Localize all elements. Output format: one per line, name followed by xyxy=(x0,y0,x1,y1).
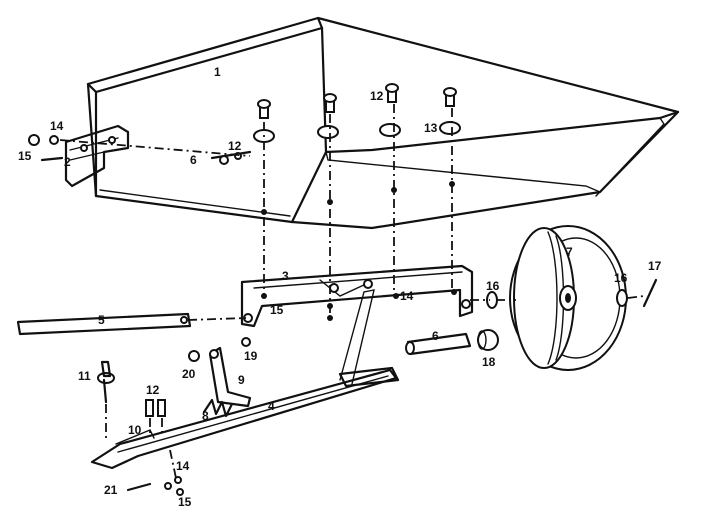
callout-14c: 14 xyxy=(176,459,190,473)
callout-20: 20 xyxy=(182,367,196,381)
bottom-hardware-part xyxy=(164,476,184,496)
callout-17: 17 xyxy=(648,259,662,273)
callout-9: 9 xyxy=(238,373,245,387)
handle-rod-part xyxy=(16,312,192,336)
callout-14b: 14 xyxy=(400,289,414,303)
callout-labels: 1 2 3 4 5 6 6 7 8 9 10 11 12 12 12 13 14… xyxy=(18,65,662,509)
assembly-dashed-lines xyxy=(59,104,645,479)
callout-2: 2 xyxy=(64,155,71,169)
callout-16b: 16 xyxy=(614,271,628,285)
callout-15b: 15 xyxy=(270,303,284,317)
callout-19: 19 xyxy=(244,349,258,363)
callout-10: 10 xyxy=(128,423,142,437)
callout-15c: 15 xyxy=(178,495,192,509)
cotter-pin-part xyxy=(126,482,152,492)
callout-8: 8 xyxy=(202,409,209,423)
callout-13: 13 xyxy=(424,121,438,135)
tongue-bolts-part xyxy=(145,399,166,417)
hitch-hardware-part xyxy=(28,134,64,162)
callout-7: 7 xyxy=(566,245,573,259)
callout-6a: 6 xyxy=(190,153,197,167)
nut-markers xyxy=(261,181,457,321)
callout-16a: 16 xyxy=(486,279,500,293)
drawbar-tongue-part xyxy=(90,289,400,470)
callout-18: 18 xyxy=(482,355,496,369)
callout-1: 1 xyxy=(214,65,221,79)
callout-5: 5 xyxy=(98,313,105,327)
hitch-bracket-part xyxy=(64,124,130,188)
callout-21: 21 xyxy=(104,483,118,497)
axle-part xyxy=(405,332,472,356)
hub-cap-part xyxy=(477,329,499,351)
callout-12a: 12 xyxy=(228,139,242,153)
top-bolts-part xyxy=(257,83,457,119)
callout-11: 11 xyxy=(78,369,91,383)
handle-pin-part xyxy=(97,360,115,404)
dump-box-part xyxy=(86,16,680,230)
latch-hardware-part xyxy=(188,337,251,362)
spring-part xyxy=(202,398,234,418)
callout-6b: 6 xyxy=(432,329,439,343)
callout-12b: 12 xyxy=(370,89,384,103)
callout-12c: 12 xyxy=(146,383,160,397)
latch-part xyxy=(208,346,252,408)
callout-15a: 15 xyxy=(18,149,32,163)
callout-14a: 14 xyxy=(50,119,64,133)
callout-3: 3 xyxy=(282,269,289,283)
wheel-part xyxy=(509,225,627,371)
callout-4: 4 xyxy=(268,399,275,413)
